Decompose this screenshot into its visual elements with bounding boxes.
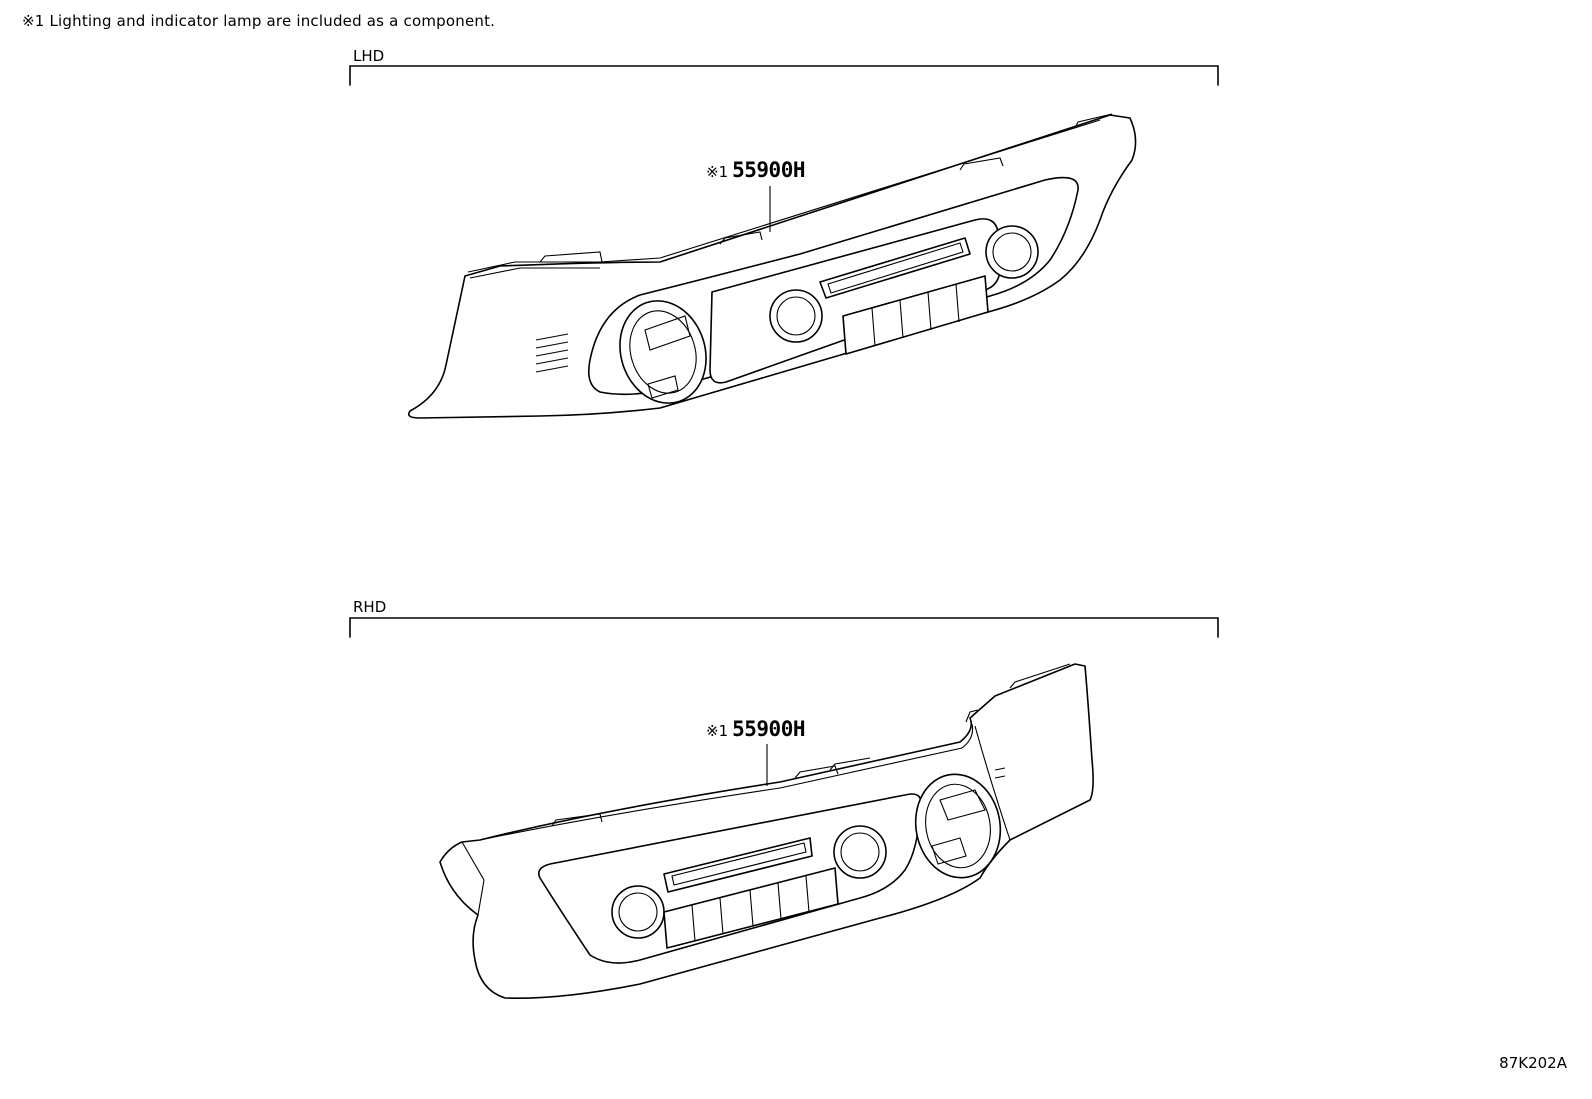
lhd-part-callout: ※1 55900H (706, 158, 805, 182)
lhd-bracket (349, 65, 1219, 86)
rhd-part-callout: ※1 55900H (706, 717, 805, 741)
section-label-rhd: RHD (353, 598, 387, 616)
rhd-right-knob (833, 825, 887, 879)
rhd-control-panel (439, 663, 1094, 1000)
lhd-button-row (842, 275, 989, 355)
note-text: Lighting and indicator lamp are included… (49, 12, 496, 30)
rhd-part-number: 55900H (732, 717, 805, 741)
lhd-right-knob (985, 225, 1039, 279)
lhd-left-knob (769, 289, 823, 343)
rhd-callout-mark: ※1 (706, 722, 729, 740)
rhd-bracket (349, 617, 1219, 638)
component-note: ※1 Lighting and indicator lamp are inclu… (22, 12, 495, 30)
lhd-control-panel (407, 113, 1137, 419)
section-label-lhd: LHD (353, 47, 385, 65)
lhd-grille (535, 333, 569, 373)
note-mark: ※1 (22, 12, 45, 30)
lhd-part-number: 55900H (732, 158, 805, 182)
figure-id: 87K202A (1499, 1054, 1567, 1072)
lhd-callout-mark: ※1 (706, 163, 729, 181)
rhd-left-knob (611, 885, 665, 939)
rhd-button-row (663, 867, 839, 949)
